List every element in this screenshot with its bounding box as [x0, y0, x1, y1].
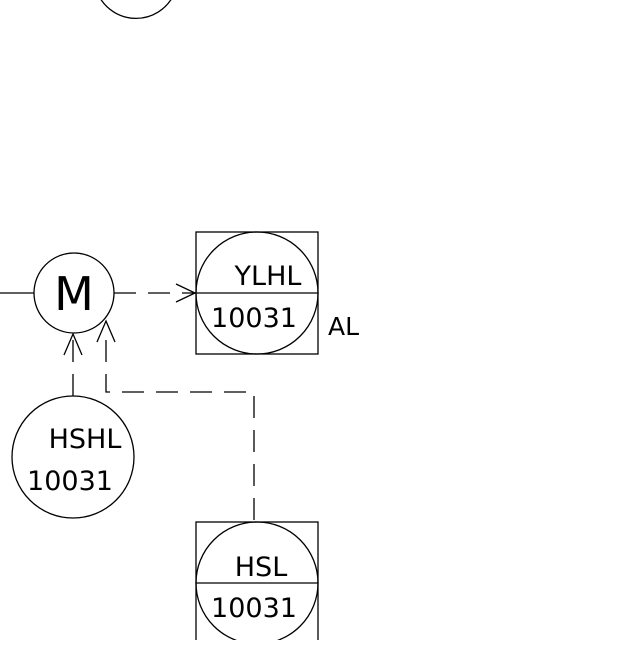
hsl-loop-number: 10031 [211, 593, 297, 624]
alarm-annotation: AL [328, 312, 359, 341]
hshl-instrument[interactable]: HSHL 10031 [11, 395, 135, 519]
arrowhead-hsl-to-motor [96, 319, 116, 343]
hsl-tag: HSL [235, 552, 287, 583]
motor-symbol[interactable]: M [33, 252, 115, 334]
arrowhead-hshl-to-motor [63, 332, 83, 356]
hshl-tag: HSHL [49, 424, 122, 455]
motor-label: M [54, 267, 94, 321]
hshl-bubble [11, 395, 135, 519]
arrowhead-to-ylhl [175, 283, 197, 303]
hshl-loop-number: 10031 [27, 466, 113, 497]
ylhl-loop-number: 10031 [211, 303, 297, 334]
partial-instrument-bubble-top [100, 0, 172, 19]
signal-line-hsl-to-motor [105, 338, 255, 520]
hsl-instrument[interactable]: HSL 10031 [195, 521, 319, 645]
ylhl-tag: YLHL [234, 261, 302, 292]
ylhl-instrument[interactable]: YLHL 10031 [195, 231, 319, 355]
